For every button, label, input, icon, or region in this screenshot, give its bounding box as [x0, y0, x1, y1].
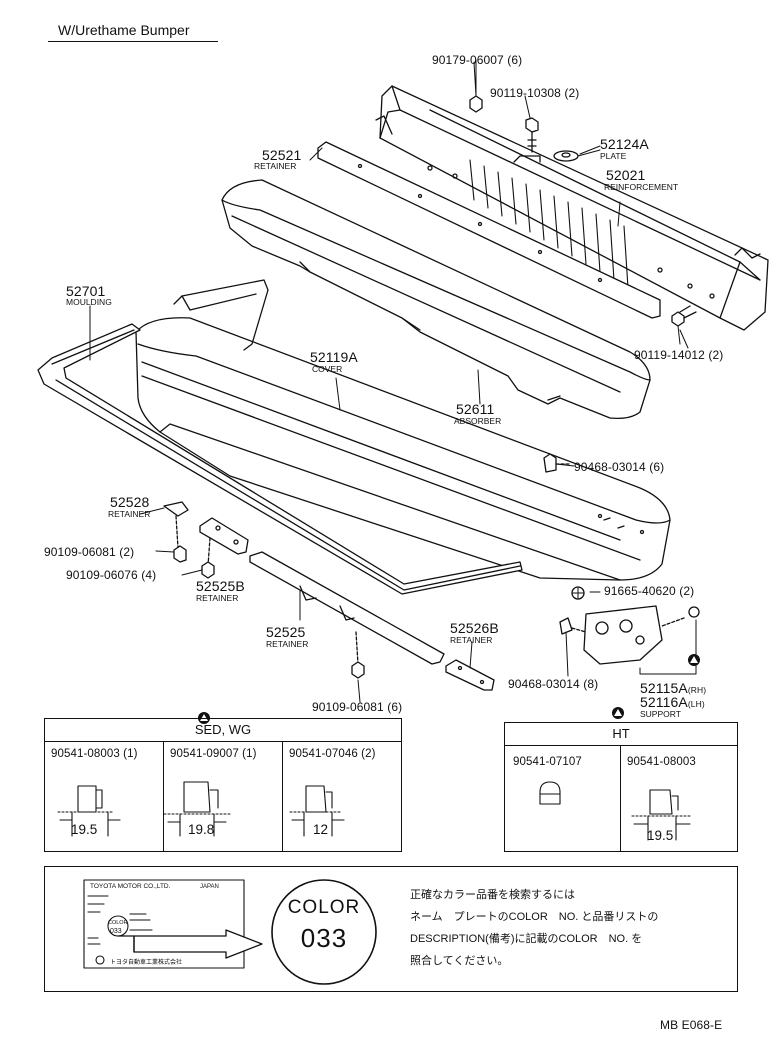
part-90109-06081-six: 90109-06081 (6)	[312, 700, 403, 714]
sed-wg-part-icons	[57, 781, 345, 837]
part-52528-caption: RETAINER	[108, 509, 151, 519]
cover-drawing	[135, 279, 671, 581]
diagram-title: W/Urethame Bumper	[58, 22, 190, 38]
sed-wg-box: SED, WG 90541-08003 (1) 19.5 90541-09007…	[44, 718, 402, 852]
part-52525-caption: RETAINER	[266, 639, 309, 649]
bolt-90119-10308-drawing	[513, 117, 541, 163]
sed-wg-item-number: 90541-09007 (1)	[170, 748, 257, 760]
sed-wg-item-number: 90541-07046 (2)	[289, 748, 376, 760]
plate-52124A-drawing	[553, 145, 601, 162]
part-90468-03014-upper: 90468-03014 (6)	[574, 460, 665, 474]
ht-heading: HT	[505, 723, 737, 746]
sed-wg-item: 90541-08003 (1) 19.5	[45, 742, 164, 851]
part-52521: 52521	[262, 147, 302, 163]
ht-item: 90541-07107	[505, 746, 621, 851]
plate-country-text: JAPAN	[200, 884, 219, 890]
part-52525B: 52525B	[196, 578, 245, 594]
leader-lines	[89, 61, 697, 703]
part-52701-caption: MOULDING	[66, 297, 112, 307]
upper-retainer-drawing	[317, 141, 661, 319]
note-line: ネーム プレートのCOLOR NO. と品番リストの	[410, 911, 659, 923]
ht-item-number: 90541-08003	[627, 756, 696, 768]
sed-wg-item-dim: 19.8	[188, 822, 215, 837]
part-90109-06076: 90109-06076 (4)	[66, 568, 157, 582]
part-52525B-caption: RETAINER	[196, 593, 239, 603]
ht-item-number: 90541-07107	[513, 756, 582, 768]
part-90468-03014-lower: 90468-03014 (8)	[508, 677, 599, 691]
sed-wg-item-number: 90541-08003 (1)	[51, 748, 138, 760]
part-52115A-side: (RH)	[687, 685, 707, 695]
note-line: 照合してください。	[410, 955, 509, 967]
support-drawing	[559, 586, 700, 665]
title-underline	[48, 41, 218, 42]
part-52124A-caption: PLATE	[600, 151, 627, 161]
absorber-drawing	[221, 179, 651, 420]
ht-part-icons	[539, 781, 691, 841]
part-90179-06007: 90179-06007 (6)	[432, 53, 523, 67]
part-52124A: 52124A	[600, 136, 649, 152]
ht-item: 90541-08003 19.5	[621, 746, 737, 851]
ht-item-dim: 19.5	[647, 828, 674, 843]
color-label: COLOR	[287, 897, 361, 918]
ht-box: HT 90541-07107 90541-08003 19.5	[504, 722, 738, 852]
name-plate-drawing	[83, 879, 245, 969]
retainer-52525B-drawing	[199, 517, 249, 579]
footer-code: MB E068-E	[660, 1018, 723, 1032]
color-circle	[271, 879, 377, 985]
plate-maker-text: TOYOTA MOTOR CO.,LTD.	[90, 883, 171, 890]
part-90109-06081-pair: 90109-06081 (2)	[44, 545, 135, 559]
note-line: DESCRIPTION(備考)に記載のCOLOR NO. を	[410, 933, 643, 945]
part-52119A: 52119A	[310, 349, 358, 365]
plate-color-code: 033	[110, 928, 122, 935]
part-52116A-number: 52116A	[640, 694, 688, 710]
part-52115A: 52115A(RH)	[640, 680, 706, 696]
part-52021: 52021	[606, 167, 646, 183]
arrow-shape	[117, 929, 263, 959]
color-note-box	[44, 866, 738, 992]
part-52526B: 52526B	[450, 620, 499, 636]
part-52525: 52525	[266, 624, 306, 640]
part-52116A: 52116A(LH)	[640, 694, 705, 710]
nut-90179-drawing	[469, 59, 483, 113]
part-52021-caption: REINFORCEMENT	[604, 182, 679, 192]
reinforcement-drawing	[375, 85, 769, 331]
sed-wg-heading: SED, WG	[45, 719, 401, 742]
part-52115A-number: 52115A	[640, 680, 688, 696]
part-52521-caption: RETAINER	[254, 161, 297, 171]
bolt-90119-14012-drawing	[671, 305, 697, 345]
sed-wg-item: 90541-07046 (2) 12	[283, 742, 401, 851]
sed-wg-item-dim: 19.5	[71, 822, 98, 837]
part-91665-40620: 91665-40620 (2)	[604, 584, 695, 598]
retainer-52528-drawing	[163, 501, 189, 563]
part-52119A-caption: COVER	[312, 364, 343, 374]
part-52116A-side: (LH)	[687, 699, 705, 709]
plate-footer-text: トヨタ自動車工業株式会社	[110, 960, 183, 966]
color-note-text: 正確なカラー品番を検索するには ネーム プレートのCOLOR NO. と品番リス…	[410, 884, 658, 972]
part-52526B-caption: RETAINER	[450, 635, 493, 645]
plate-color-label: COLOR	[108, 920, 128, 926]
note-line: 正確なカラー品番を検索するには	[410, 889, 575, 901]
part-52528: 52528	[110, 494, 150, 510]
sed-wg-item-dim: 12	[313, 822, 329, 837]
moulding-drawing	[37, 323, 523, 595]
part-90119-10308: 90119-10308 (2)	[490, 86, 580, 100]
part-90119-14012: 90119-14012 (2)	[634, 348, 724, 362]
color-code: 033	[300, 923, 348, 953]
retainer-52526B-drawing	[445, 659, 495, 691]
part-52611-caption: ABSORBER	[454, 416, 502, 426]
part-52701: 52701	[66, 283, 106, 299]
retainer-52525-drawing	[249, 551, 445, 679]
part-52116A-caption: SUPPORT	[640, 709, 681, 719]
part-52611: 52611	[456, 401, 495, 417]
sed-wg-item: 90541-09007 (1) 19.8	[164, 742, 283, 851]
